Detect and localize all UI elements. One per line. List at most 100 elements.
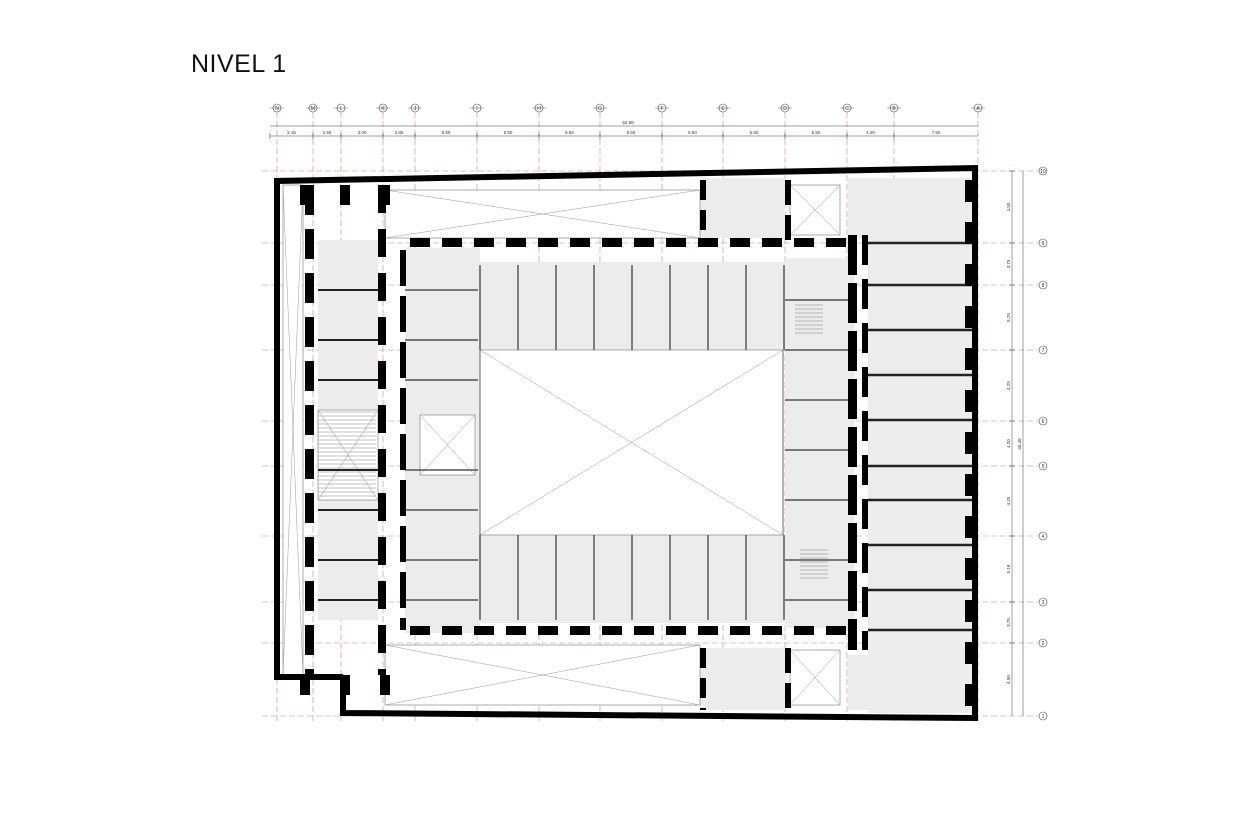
dimension-label: 4.20 xyxy=(1006,439,1011,448)
wall-pier xyxy=(848,379,857,419)
wall-pier xyxy=(794,626,814,635)
grid-label-3: 3 xyxy=(1042,600,1045,606)
wall-pier xyxy=(378,669,386,675)
wall-pier xyxy=(862,279,868,309)
wall-pier xyxy=(442,238,462,247)
wall-pier xyxy=(700,708,706,710)
wall-pier xyxy=(380,675,390,695)
grid-label-G: G xyxy=(598,106,602,112)
wall-pier xyxy=(785,180,791,205)
wall-pier xyxy=(378,405,386,433)
wall-pier xyxy=(862,543,868,573)
wall-pier xyxy=(300,675,310,695)
wall-pier xyxy=(700,180,706,200)
wall-pier xyxy=(602,238,622,247)
grid-label-K: K xyxy=(381,106,385,112)
wall-pier xyxy=(965,390,974,412)
grid-bubble xyxy=(1038,461,1048,471)
wall-pier xyxy=(378,273,386,301)
wall-pier xyxy=(380,185,390,205)
wall-pier xyxy=(848,331,857,371)
grid-bubble xyxy=(1038,238,1048,248)
wall-pier xyxy=(400,618,406,630)
dimension-label: 4.25 xyxy=(1006,381,1011,390)
rooms xyxy=(282,178,973,713)
wall-pier xyxy=(965,684,974,706)
wall-pier xyxy=(826,238,846,247)
dimension-label: 2.50 xyxy=(323,130,332,135)
grid-label-2: 2 xyxy=(1042,641,1045,647)
grid-bubble xyxy=(1038,597,1048,607)
wall-pier xyxy=(965,180,974,202)
wall-pier xyxy=(700,648,706,668)
grid-bubble xyxy=(1038,711,1048,721)
dimension-label: 3.75 xyxy=(1006,259,1011,268)
wall-pier xyxy=(848,235,857,275)
dimension-label: 5.50 xyxy=(627,130,636,135)
wall-pier xyxy=(965,432,974,454)
wall-pier xyxy=(602,626,622,635)
grid-label-I: I xyxy=(476,106,477,112)
wall-pier xyxy=(794,238,814,247)
dimension-label: 5.50 xyxy=(750,130,759,135)
wall-pier xyxy=(848,427,857,467)
dimension-total-horizontal: 62.90 xyxy=(622,120,634,125)
room-area xyxy=(848,178,898,238)
wall-pier xyxy=(305,581,314,611)
grid-label-7: 7 xyxy=(1042,348,1045,354)
wall-pier xyxy=(305,405,314,435)
wall-pier xyxy=(300,185,310,205)
wall-pier xyxy=(862,499,868,529)
wall-pier xyxy=(305,669,314,675)
void-cross xyxy=(384,644,701,706)
grid-label-L: L xyxy=(340,106,343,112)
void-cross xyxy=(282,184,304,676)
dimension-label: 4.50 xyxy=(1006,202,1011,211)
void-cross xyxy=(419,414,476,476)
wall-pier xyxy=(378,537,386,565)
wall-pier xyxy=(785,648,791,673)
wall-pier xyxy=(305,361,314,391)
wall-pier xyxy=(400,342,406,378)
grid-label-C: C xyxy=(845,106,849,112)
wall-pier xyxy=(400,434,406,470)
wall-pier xyxy=(538,238,558,247)
wall-pier xyxy=(666,626,686,635)
wall-pier xyxy=(570,238,590,247)
wall-pier xyxy=(378,361,386,389)
wall-pier xyxy=(862,367,868,397)
dimension-label: 5.50 xyxy=(812,130,821,135)
dimension-label: 5.50 xyxy=(565,130,574,135)
wall-pier xyxy=(762,238,782,247)
wall-pier xyxy=(965,264,974,286)
wall-pier xyxy=(400,388,406,424)
grid-bubble xyxy=(1038,416,1048,426)
grid-label-8: 8 xyxy=(1042,283,1045,289)
void-cross xyxy=(384,189,701,239)
wall-pier xyxy=(305,625,314,655)
dimension-label: 4.25 xyxy=(1006,496,1011,505)
wall-pier xyxy=(474,626,494,635)
wall-pier xyxy=(700,210,706,230)
room-area xyxy=(700,648,785,710)
wall-pier xyxy=(410,626,430,635)
wall-pier xyxy=(826,626,846,635)
void-cross xyxy=(789,184,841,236)
void-cross xyxy=(317,409,379,501)
wall-pier xyxy=(862,631,868,650)
grid-label-N: N xyxy=(275,106,279,112)
wall-pier xyxy=(762,626,782,635)
grid-bubble xyxy=(1038,166,1048,176)
dimension-label: 5.50 xyxy=(688,130,697,135)
dimension-label: 5.18 xyxy=(1006,564,1011,573)
wall-pier xyxy=(506,238,526,247)
grid-bubble xyxy=(1038,345,1048,355)
dimension-label: 3.75 xyxy=(1006,618,1011,627)
wall-pier xyxy=(785,215,791,240)
grid-label-1: 1 xyxy=(1042,714,1045,720)
wall-pier xyxy=(700,678,706,698)
wall-pier xyxy=(965,306,974,328)
wall-pier xyxy=(570,626,590,635)
grid-label-J: J xyxy=(414,106,417,112)
